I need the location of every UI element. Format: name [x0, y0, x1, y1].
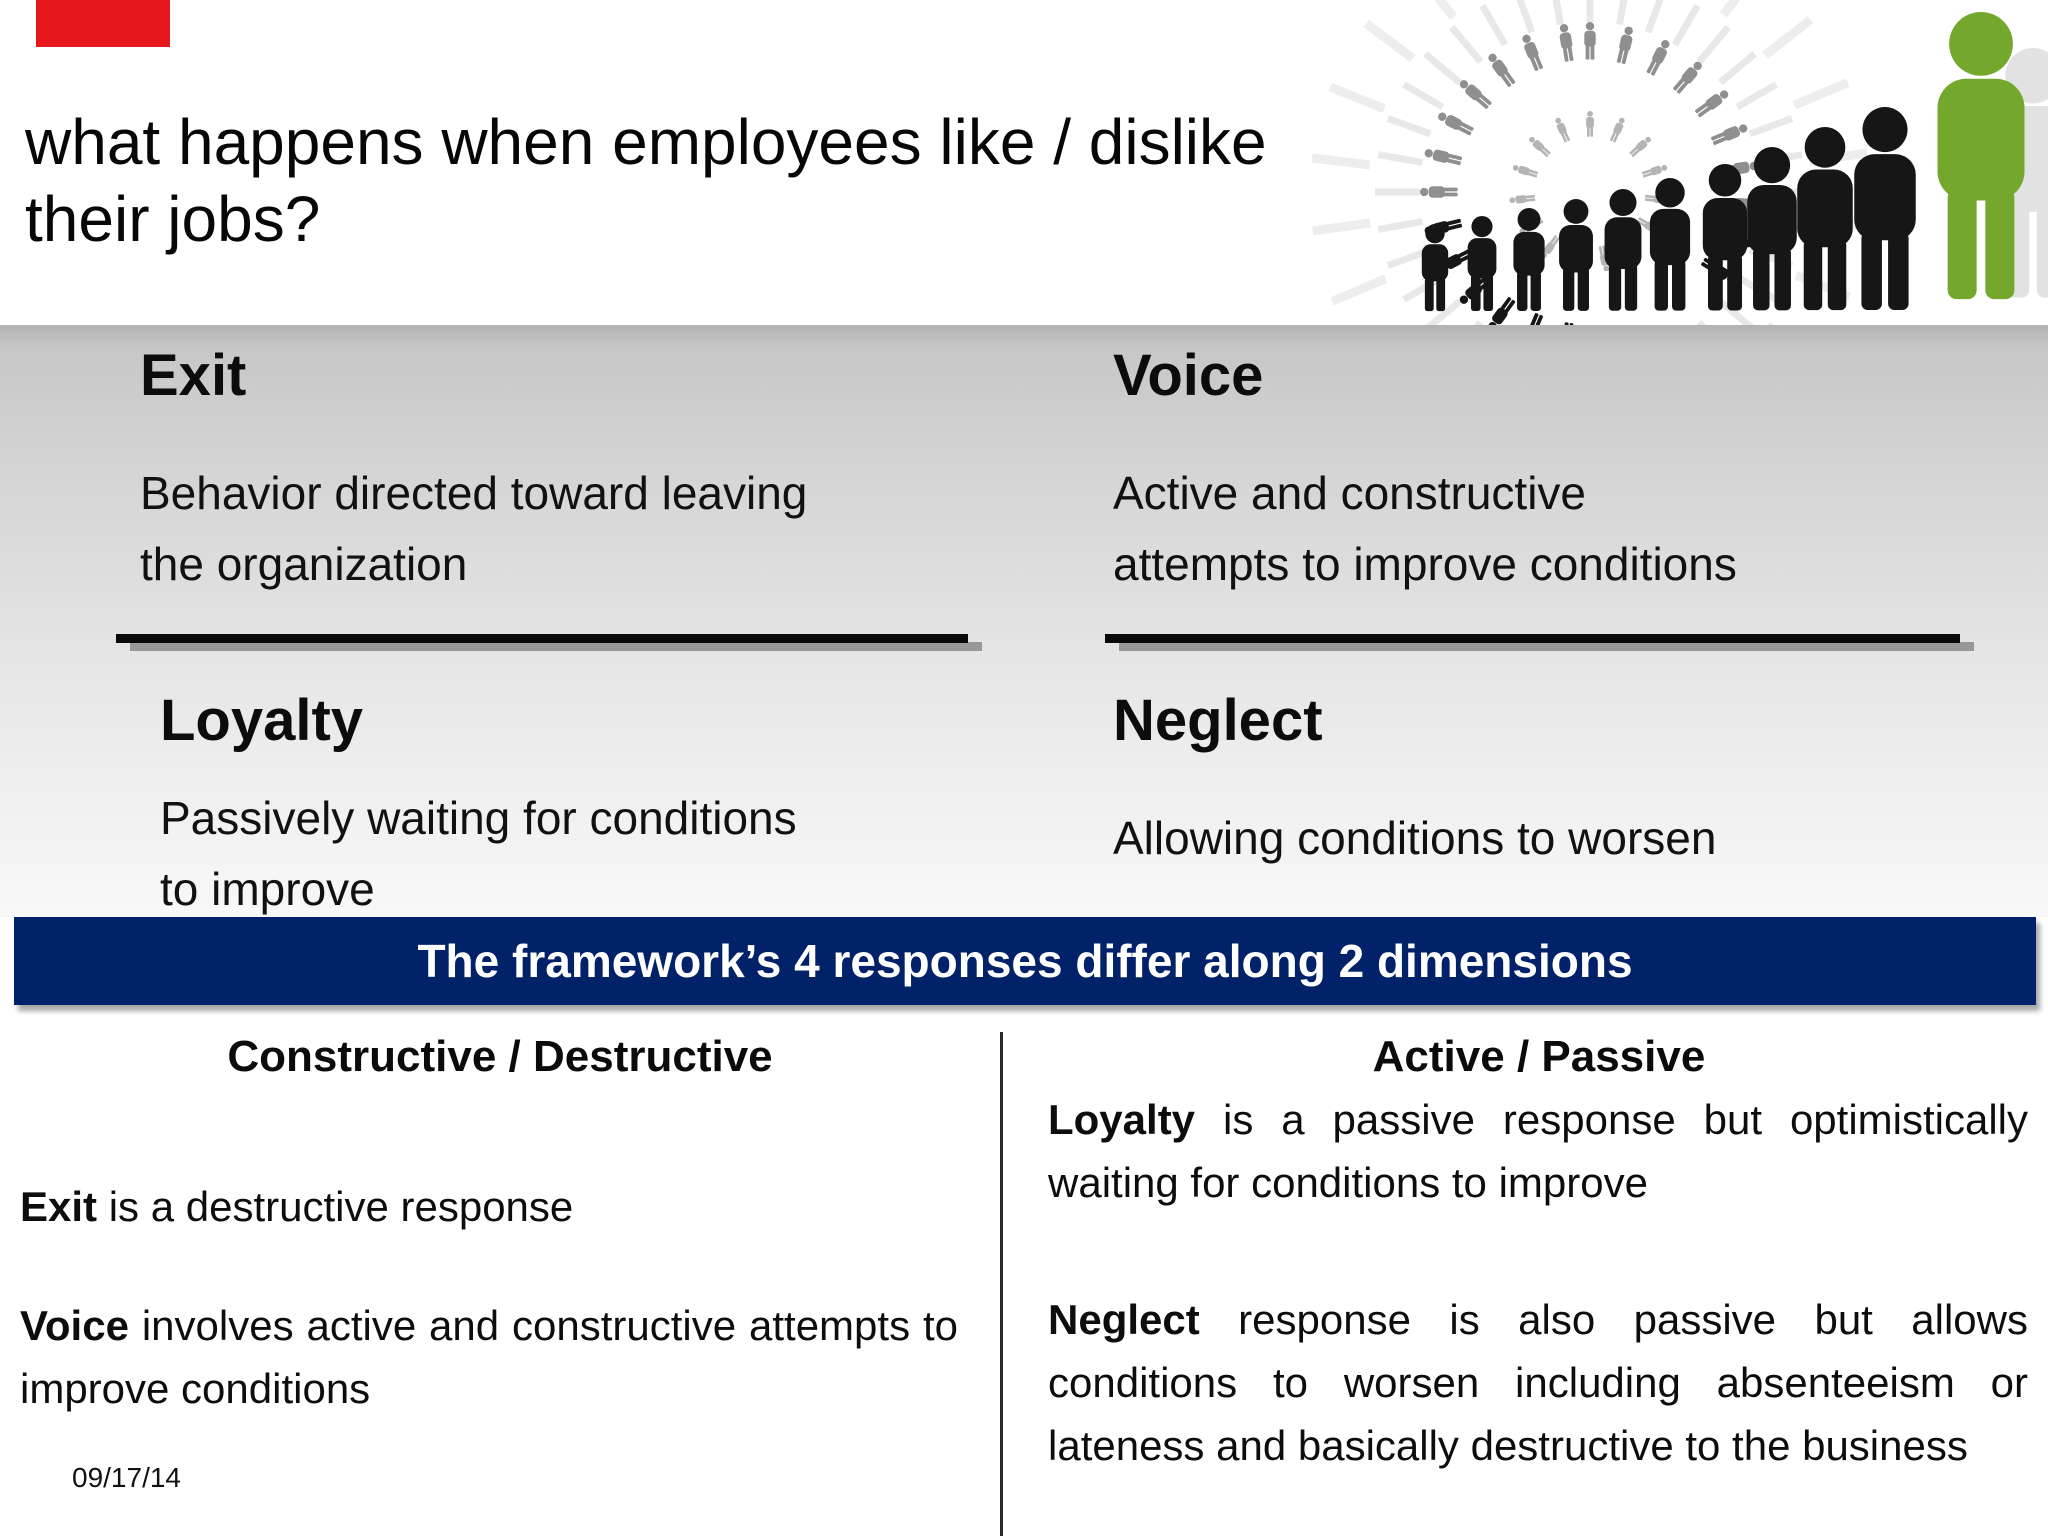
- paragraph-loyalty: Loyalty is a passive response but optimi…: [1048, 1088, 2028, 1214]
- quadrant-heading-neglect: Neglect: [1113, 688, 1323, 753]
- quadrant-heading-voice: Voice: [1113, 343, 1264, 408]
- paragraph-voice-text: involves active and constructive attempt…: [20, 1302, 958, 1412]
- quadrant-loyalty: Loyalty Passively waiting for conditions…: [160, 690, 797, 925]
- quadrant-band: Exit Behavior directed toward leaving th…: [0, 325, 2048, 917]
- bold-term-exit: Exit: [20, 1183, 98, 1230]
- column-divider: [1000, 1032, 1003, 1536]
- exit-underline: [116, 634, 968, 643]
- bold-term-loyalty: Loyalty: [1048, 1096, 1196, 1143]
- quadrant-body-loyalty: Passively waiting for conditions to impr…: [160, 792, 797, 915]
- page-title: what happens when employees like / disli…: [25, 106, 1267, 255]
- quadrant-body-voice: Active and constructive attempts to impr…: [1113, 467, 1737, 590]
- paragraph-exit-text: is a destructive response: [97, 1183, 574, 1230]
- column-header-active-passive: Active / Passive: [1372, 1032, 1706, 1081]
- paragraph-voice: Voice involves active and constructive a…: [20, 1294, 958, 1420]
- quadrant-neglect: Neglect Allowing conditions to worsen: [1113, 690, 1716, 874]
- paragraph-neglect-text: response is also passive but allows cond…: [1048, 1296, 2028, 1469]
- slide-date: 09/17/14: [72, 1462, 181, 1493]
- framework-banner-text: The framework’s 4 responses differ along…: [417, 935, 1633, 987]
- people-growth-illustration: [1311, 0, 2048, 330]
- red-marker-bar: [36, 0, 170, 47]
- bold-term-voice: Voice: [20, 1302, 129, 1349]
- voice-underline: [1105, 634, 1960, 643]
- paragraph-exit: Exit is a destructive response: [20, 1175, 958, 1238]
- quadrant-body-exit: Behavior directed toward leaving the org…: [140, 467, 808, 590]
- paragraph-loyalty-text: is a passive response but optimistically…: [1048, 1096, 2028, 1206]
- paragraph-neglect: Neglect response is also passive but all…: [1048, 1288, 2028, 1477]
- column-header-constructive-destructive: Constructive / Destructive: [227, 1032, 773, 1081]
- quadrant-voice: Voice Active and constructive attempts t…: [1113, 345, 1737, 600]
- quadrant-heading-loyalty: Loyalty: [160, 688, 364, 753]
- quadrant-body-neglect: Allowing conditions to worsen: [1113, 812, 1717, 864]
- framework-banner: The framework’s 4 responses differ along…: [14, 917, 2036, 1005]
- quadrant-exit: Exit Behavior directed toward leaving th…: [140, 345, 807, 600]
- bold-term-neglect: Neglect: [1048, 1296, 1200, 1343]
- quadrant-heading-exit: Exit: [140, 343, 247, 408]
